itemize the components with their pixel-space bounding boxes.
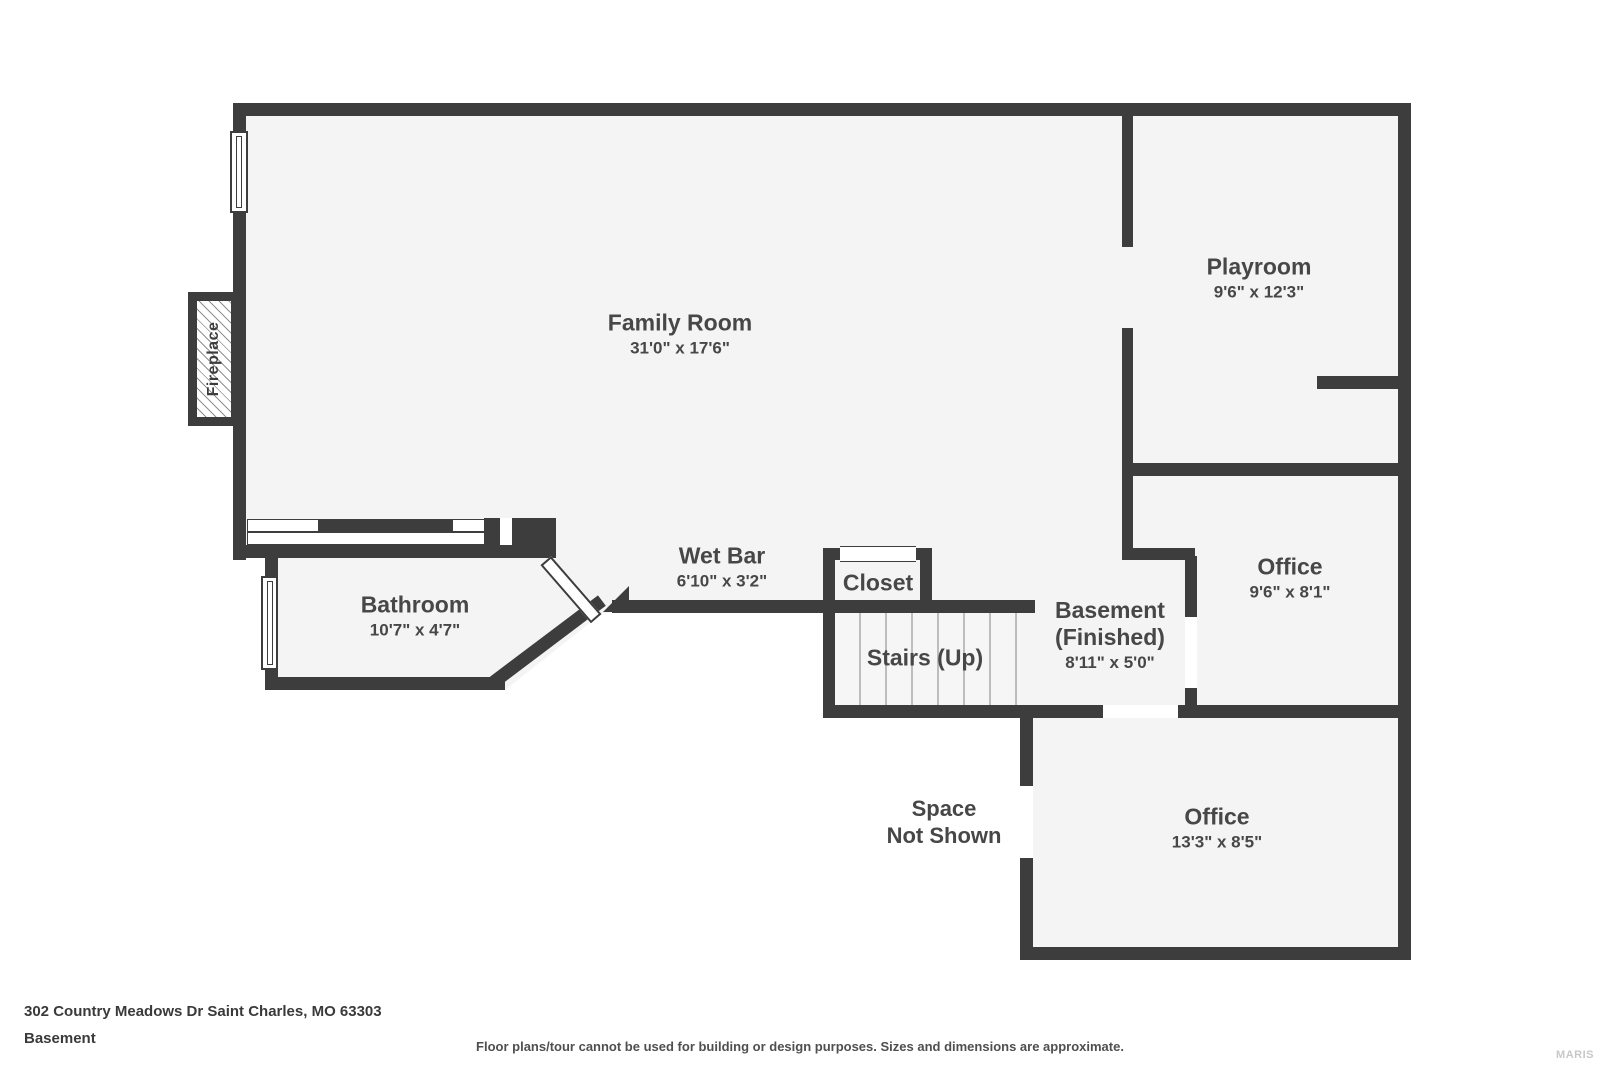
wet-bar-name: Wet Bar [678, 542, 766, 569]
sliding-door-panel [318, 520, 453, 531]
sliding-door-track [248, 531, 496, 533]
wall-segment [1185, 556, 1197, 618]
door-opening [1185, 617, 1197, 690]
stair-treads [835, 613, 1021, 705]
bathroom-name: Bathroom [360, 591, 470, 618]
bathroom-dims: 10'7" x 4'7" [369, 620, 461, 640]
room-floor-office-lower [1020, 705, 1398, 960]
office-lower-label: Office 13'3" x 8'5" [1172, 804, 1262, 855]
stairs-name: Stairs (Up) [866, 644, 984, 671]
wall-segment [1317, 376, 1398, 389]
stairs-label: Stairs (Up) [867, 645, 983, 672]
room-floor-wetbar [560, 116, 1122, 613]
basement-dims: 8'11" x 5'0" [1065, 653, 1155, 672]
door-opening [840, 546, 916, 562]
wall-segment [1122, 328, 1133, 557]
wall-segment [233, 545, 556, 558]
wall-segment [233, 103, 1411, 116]
wall-segment [823, 705, 1035, 718]
closet-name: Closet [842, 569, 914, 596]
family-room-name: Family Room [607, 309, 753, 336]
wet-bar-label: Wet Bar 6'10" x 3'2" [677, 543, 767, 594]
wall-segment [484, 518, 500, 546]
footer-floor-label: Basement [24, 1030, 96, 1047]
wall-segment [823, 548, 835, 613]
wall-segment [1122, 116, 1133, 247]
door-opening [1103, 705, 1178, 718]
footer-address: 302 Country Meadows Dr Saint Charles, MO… [24, 1003, 382, 1020]
wall-segment [1122, 548, 1195, 560]
window-pane [266, 581, 273, 665]
wet-bar-dims: 6'10" x 3'2" [676, 571, 768, 591]
wall-segment [1035, 705, 1398, 718]
room-floor-playroom-office [1122, 116, 1398, 700]
brand-logo: MARIS [1556, 1049, 1594, 1061]
wall-segment [1122, 463, 1398, 476]
office-upper-dims: 9'6" x 8'1" [1249, 582, 1331, 602]
office-lower-name: Office [1184, 803, 1250, 830]
family-room-label: Family Room 31'0" x 17'6" [608, 310, 752, 361]
basement-finished-label: Basement (Finished) 8'11" x 5'0" [1055, 597, 1165, 675]
office-upper-name: Office [1257, 553, 1323, 580]
wall-segment [823, 600, 835, 718]
door-opening [1020, 786, 1033, 858]
fireplace-symbol: Fireplace [188, 292, 240, 426]
fireplace-label: Fireplace [205, 321, 222, 397]
office-upper-label: Office 9'6" x 8'1" [1250, 554, 1331, 605]
window-symbol [261, 576, 278, 670]
fireplace-hatch [197, 301, 231, 417]
wall-segment [1020, 947, 1411, 960]
closet-label: Closet [843, 570, 913, 597]
window-pane [236, 136, 242, 208]
space-line2: Not Shown [886, 823, 1002, 848]
family-room-dims: 31'0" x 17'6" [630, 338, 730, 358]
office-lower-dims: 13'3" x 8'5" [1171, 832, 1263, 852]
bathroom-label: Bathroom 10'7" x 4'7" [361, 592, 470, 643]
wall-segment [265, 677, 505, 690]
wall-segment [920, 548, 932, 613]
footer-disclaimer: Floor plans/tour cannot be used for buil… [476, 1039, 1124, 1054]
sliding-door-symbol [247, 519, 497, 545]
wall-segment [1398, 103, 1411, 960]
door-opening [500, 518, 512, 545]
wall-segment [512, 518, 556, 546]
space-not-shown-label: Space Not Shown [887, 795, 1002, 849]
window-symbol [230, 131, 248, 213]
space-line1: Space [911, 796, 977, 821]
playroom-dims: 9'6" x 12'3" [1213, 282, 1305, 302]
basement-line1: Basement [1055, 597, 1165, 623]
basement-line2: (Finished) [1055, 624, 1165, 650]
playroom-name: Playroom [1206, 253, 1312, 280]
playroom-label: Playroom 9'6" x 12'3" [1207, 254, 1312, 305]
